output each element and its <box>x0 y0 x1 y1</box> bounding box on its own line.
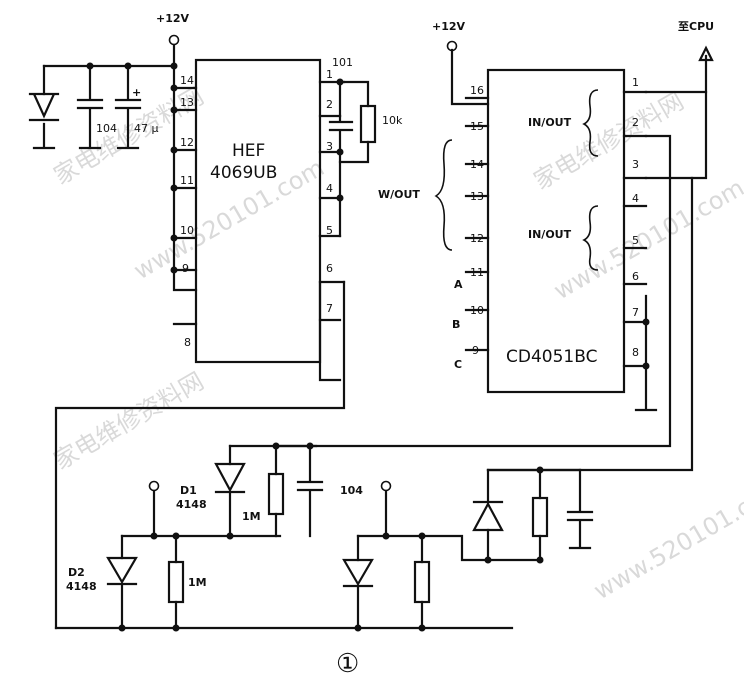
ic1-pin-10: 10 <box>180 224 194 237</box>
ic2-pin-15: 15 <box>470 120 484 133</box>
watermark-text: www.520101.com <box>549 174 744 306</box>
ic1-pin-7: 7 <box>326 302 333 315</box>
ic1-pin-14: 14 <box>180 74 194 87</box>
watermark-text: 家电维修资料网 <box>49 367 208 475</box>
ic2-ctrl-c: C <box>454 358 462 371</box>
cap-47u-label: 47 μ <box>134 122 159 135</box>
ic2-ctrl-a: A <box>454 278 463 291</box>
supply-right-label: +12V <box>432 20 466 33</box>
ic1-name-line2: 4069UB <box>210 163 277 183</box>
ic1-pin-8: 8 <box>184 336 191 349</box>
ic2-inout-2: IN/OUT <box>528 228 572 241</box>
to-cpu-label: 至CPU <box>678 20 714 33</box>
cap-104-label: 104 <box>96 122 117 135</box>
ic1-pin-5: 5 <box>326 224 333 237</box>
ic2-wout-label: W/OUT <box>378 188 420 201</box>
supply-left-label: +12V <box>156 12 190 25</box>
d2-part: 4148 <box>66 580 97 593</box>
ic2-pin-4: 4 <box>632 192 639 205</box>
ic2-pin-14: 14 <box>470 158 484 171</box>
ic2-pin-13: 13 <box>470 190 484 203</box>
cap-101-label: 101 <box>332 56 353 69</box>
ic1-pin-6: 6 <box>326 262 333 275</box>
ic-hef4069ub: HEF 4069UB 14 13 12 11 10 9 8 1 2 3 4 5 … <box>54 56 403 630</box>
res-1m-a: 1M <box>242 510 261 523</box>
ic1-pin-13: 13 <box>180 96 194 109</box>
figure-number: ① <box>336 649 359 679</box>
ic2-pin-12: 12 <box>470 232 484 245</box>
res-10k-label: 10k <box>382 114 403 127</box>
ic2-pin-8: 8 <box>632 346 639 359</box>
d1-part: 4148 <box>176 498 207 511</box>
ic1-pin-12: 12 <box>180 136 194 149</box>
ic1-pin-4: 4 <box>326 182 333 195</box>
ic1-name-line1: HEF <box>232 141 265 161</box>
ic2-pin-1: 1 <box>632 76 639 89</box>
ic2-pin-7: 7 <box>632 306 639 319</box>
watermark-text: www.520101.com <box>589 474 744 606</box>
ic2-name: CD4051BC <box>506 347 597 367</box>
ic2-pin-16: 16 <box>470 84 484 97</box>
ic1-pin-3: 3 <box>326 140 333 153</box>
ic2-ctrl-b: B <box>452 318 460 331</box>
ic1-pin-9: 9 <box>182 262 189 275</box>
left-power-section: +12V 104 + 47 μ <box>28 12 190 150</box>
ic2-pin-3: 3 <box>632 158 639 171</box>
ic1-pin-2: 2 <box>326 98 333 111</box>
detector-right <box>342 466 594 630</box>
ic2-pin-11: 11 <box>470 266 484 279</box>
ic2-pin-9: 9 <box>472 344 479 357</box>
ic2-pin-5: 5 <box>632 234 639 247</box>
cap-47u-plus: + <box>132 86 141 99</box>
ic1-pin-1: 1 <box>326 68 333 81</box>
ic2-pin-2: 2 <box>632 116 639 129</box>
d1-name: D1 <box>180 484 197 497</box>
ic2-pin-10: 10 <box>470 304 484 317</box>
ic2-pin-6: 6 <box>632 270 639 283</box>
ic1-pin-11: 11 <box>180 174 194 187</box>
ic2-inout-1: IN/OUT <box>528 116 572 129</box>
d2-name: D2 <box>68 566 85 579</box>
cap-104-b-label: 104 <box>340 484 363 497</box>
res-1m-b: 1M <box>188 576 207 589</box>
detector-left: D1 4148 1M D2 4148 1M 104 <box>54 442 514 632</box>
ic-cd4051bc: CD4051BC IN/OUT IN/OUT W/OUT +12V 16 15 … <box>274 20 714 472</box>
